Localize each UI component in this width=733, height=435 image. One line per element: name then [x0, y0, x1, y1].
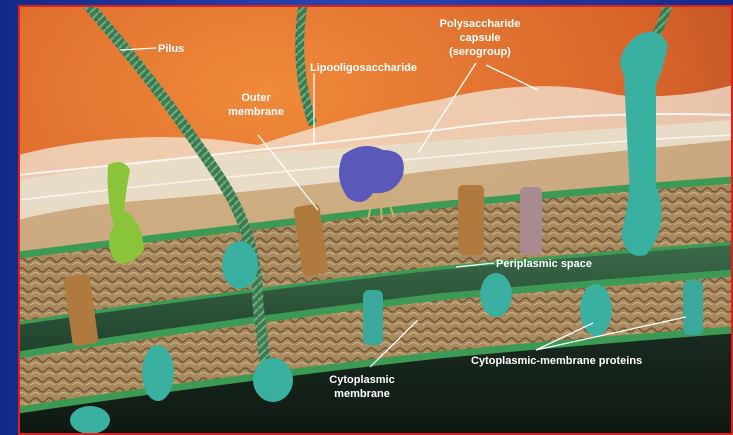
cytoplasmic-protein [70, 406, 110, 434]
label-outer-membrane: Outer [241, 92, 271, 104]
cytoplasmic-membrane-protein [683, 280, 703, 335]
cytoplasmic-membrane-protein [580, 284, 612, 336]
pilus-base-protein [253, 358, 293, 402]
porin-protein [458, 185, 484, 255]
cytoplasmic-protein [142, 345, 174, 401]
label-pilus: Pilus [158, 43, 184, 55]
label-outer-membrane: membrane [228, 106, 284, 118]
label-cytoplasmic-membrane: membrane [334, 388, 390, 400]
cytoplasmic-membrane-protein [363, 290, 383, 345]
label-polysaccharide-capsule: (serogroup) [449, 46, 511, 58]
cytoplasmic-membrane-protein [480, 273, 512, 317]
bacterial-cell-envelope-illustration: Pilus Polysaccharide capsule (serogroup)… [18, 5, 733, 435]
pilus-base-protein [222, 241, 258, 289]
label-cytoplasmic-membrane-proteins: Cytoplasmic-membrane proteins [471, 355, 642, 367]
label-cytoplasmic-membrane: Cytoplasmic [329, 374, 394, 386]
label-polysaccharide-capsule: capsule [460, 32, 501, 44]
label-lipooligosaccharide: Lipooligosaccharide [310, 62, 417, 74]
label-periplasmic-space: Periplasmic space [496, 258, 592, 270]
porin-protein [520, 187, 542, 255]
label-polysaccharide-capsule: Polysaccharide [440, 18, 521, 30]
